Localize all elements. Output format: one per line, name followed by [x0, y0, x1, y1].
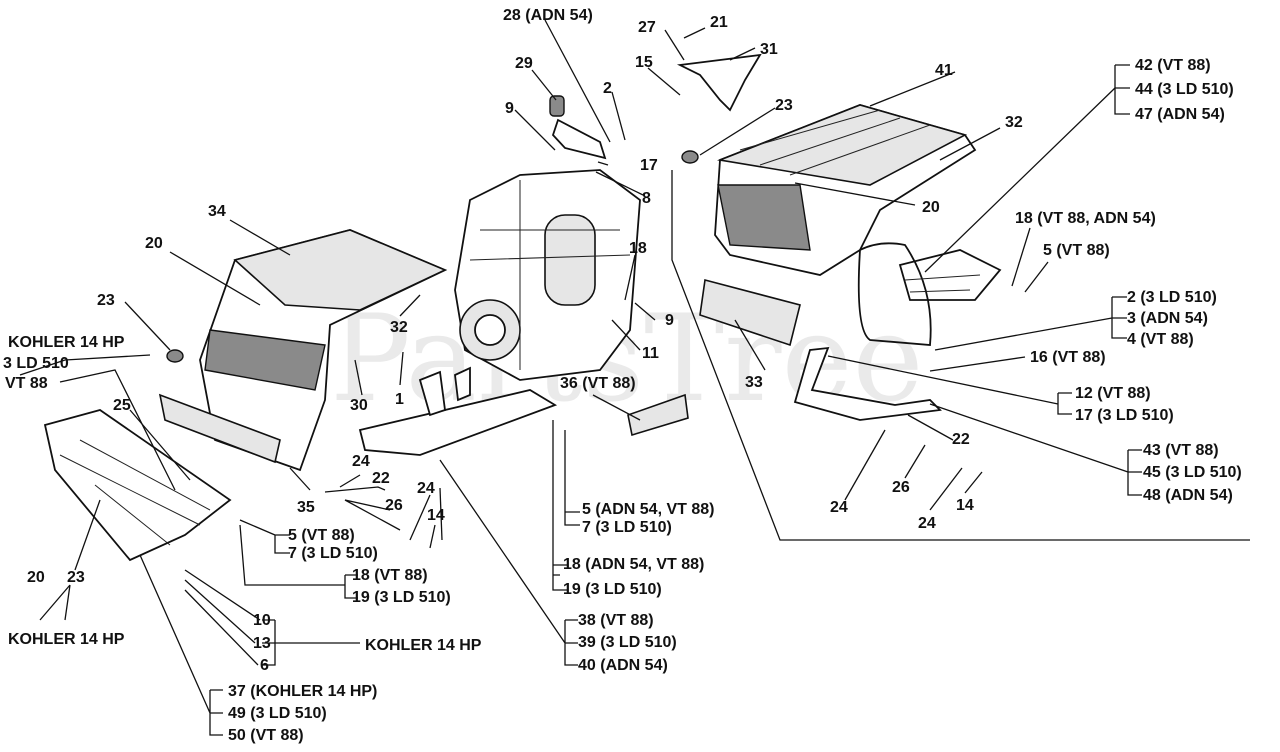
divider-line — [671, 170, 1250, 541]
callout-22-right: 22 — [952, 431, 970, 448]
rack-37-drawing — [43, 409, 232, 562]
callout-16: 16 (VT 88) — [1030, 349, 1106, 366]
bracket-43-drawing — [793, 346, 942, 421]
hood-34-drawing — [199, 229, 448, 472]
frame-43-drawing — [857, 242, 1002, 346]
callout-43: 43 (VT 88) — [1143, 442, 1219, 459]
callout-24-right-b: 24 — [918, 515, 936, 532]
callout-37: 37 (KOHLER 14 HP) — [228, 683, 377, 700]
cap-23-left — [166, 349, 184, 363]
callout-7-center: 7 (3 LD 510) — [582, 519, 672, 536]
callout-26-left: 26 — [385, 497, 403, 514]
callout-29: 29 — [515, 55, 533, 72]
callout-21: 21 — [710, 14, 728, 31]
callout-18-center: 18 — [629, 240, 647, 257]
callout-4: 4 (VT 88) — [1127, 331, 1194, 348]
callout-23-bottom: 23 — [67, 569, 85, 586]
callout-36: 36 (VT 88) — [560, 375, 636, 392]
callout-2-right: 2 (3 LD 510) — [1127, 289, 1217, 306]
callout-kohler-group-2: 3 LD 510 — [3, 355, 69, 372]
callout-40: 40 (ADN 54) — [578, 657, 668, 674]
callout-20-bottom: 20 — [27, 569, 45, 586]
callout-31: 31 — [760, 41, 778, 58]
callout-14-left: 14 — [427, 507, 445, 524]
callout-9-center: 9 — [665, 312, 674, 329]
callout-45: 45 (3 LD 510) — [1143, 464, 1242, 481]
callout-18-right: 18 (VT 88, ADN 54) — [1015, 210, 1156, 227]
engine-drawing — [454, 169, 641, 381]
callout-50: 50 (VT 88) — [228, 727, 304, 744]
cap-23-right — [681, 150, 699, 164]
callout-17-right: 17 (3 LD 510) — [1075, 407, 1174, 424]
callout-11: 11 — [642, 345, 659, 362]
bumper-35-drawing — [158, 393, 281, 464]
callout-kohler-13: KOHLER 14 HP — [365, 637, 482, 654]
callout-7-left: 7 (3 LD 510) — [288, 545, 378, 562]
callout-20: 20 — [922, 199, 940, 216]
callout-6: 6 — [260, 657, 269, 674]
callout-24-right-a: 24 — [830, 499, 848, 516]
callout-20-left: 20 — [145, 235, 163, 252]
callout-19-left: 19 (3 LD 510) — [352, 589, 451, 606]
callout-38: 38 (VT 88) — [578, 612, 654, 629]
callout-10: 10 — [253, 612, 271, 629]
callout-5-left: 5 (VT 88) — [288, 527, 355, 544]
callout-5-center: 5 (ADN 54, VT 88) — [582, 501, 714, 518]
callout-44: 44 (3 LD 510) — [1135, 81, 1234, 98]
bracket-29-drawing — [549, 95, 607, 160]
callout-8: 8 — [642, 190, 651, 207]
callout-26-right: 26 — [892, 479, 910, 496]
engine-base-38-drawing — [358, 366, 558, 456]
callout-23-left: 23 — [97, 292, 115, 309]
callout-34: 34 — [208, 203, 226, 220]
callout-kohler-bottom: KOHLER 14 HP — [8, 631, 125, 648]
callout-1: 1 — [395, 391, 404, 408]
callout-5-right: 5 (VT 88) — [1043, 242, 1110, 259]
callout-15: 15 — [635, 54, 653, 71]
callout-32-left: 32 — [390, 319, 408, 336]
callout-39: 39 (3 LD 510) — [578, 634, 677, 651]
callout-22-left: 22 — [372, 470, 390, 487]
plate-33-drawing — [699, 278, 801, 347]
callout-23: 23 — [775, 97, 793, 114]
callout-17: 17 — [640, 157, 658, 174]
callout-41: 41 — [935, 62, 953, 79]
callout-12: 12 (VT 88) — [1075, 385, 1151, 402]
callout-kohler-group-3: VT 88 — [5, 375, 48, 392]
bracket-31-drawing — [676, 53, 762, 112]
hood-41-drawing — [714, 104, 977, 276]
callout-28: 28 (ADN 54) — [503, 7, 593, 24]
callout-27: 27 — [638, 19, 656, 36]
callout-30: 30 — [350, 397, 368, 414]
callout-32: 32 — [1005, 114, 1023, 131]
callout-18-center-b: 18 (ADN 54, VT 88) — [563, 556, 704, 573]
callout-24-left-b: 24 — [417, 480, 435, 497]
callout-48: 48 (ADN 54) — [1143, 487, 1233, 504]
callout-13: 13 — [253, 635, 271, 652]
callout-kohler-group-1: KOHLER 14 HP — [8, 334, 125, 351]
leader-lines — [19, 19, 1142, 736]
callout-24-left-a: 24 — [352, 453, 370, 470]
callout-14-right: 14 — [956, 497, 974, 514]
callout-42: 42 (VT 88) — [1135, 57, 1211, 74]
callout-18-left: 18 (VT 88) — [352, 567, 428, 584]
callout-9: 9 — [505, 100, 514, 117]
guard-36-drawing — [627, 393, 689, 437]
callout-47: 47 (ADN 54) — [1135, 106, 1225, 123]
callout-3: 3 (ADN 54) — [1127, 310, 1208, 327]
callout-35: 35 — [297, 499, 315, 516]
callout-25: 25 — [113, 397, 131, 414]
callout-19-center: 19 (3 LD 510) — [563, 581, 662, 598]
callout-49: 49 (3 LD 510) — [228, 705, 327, 722]
callout-33: 33 — [745, 374, 763, 391]
callout-2: 2 — [603, 80, 612, 97]
